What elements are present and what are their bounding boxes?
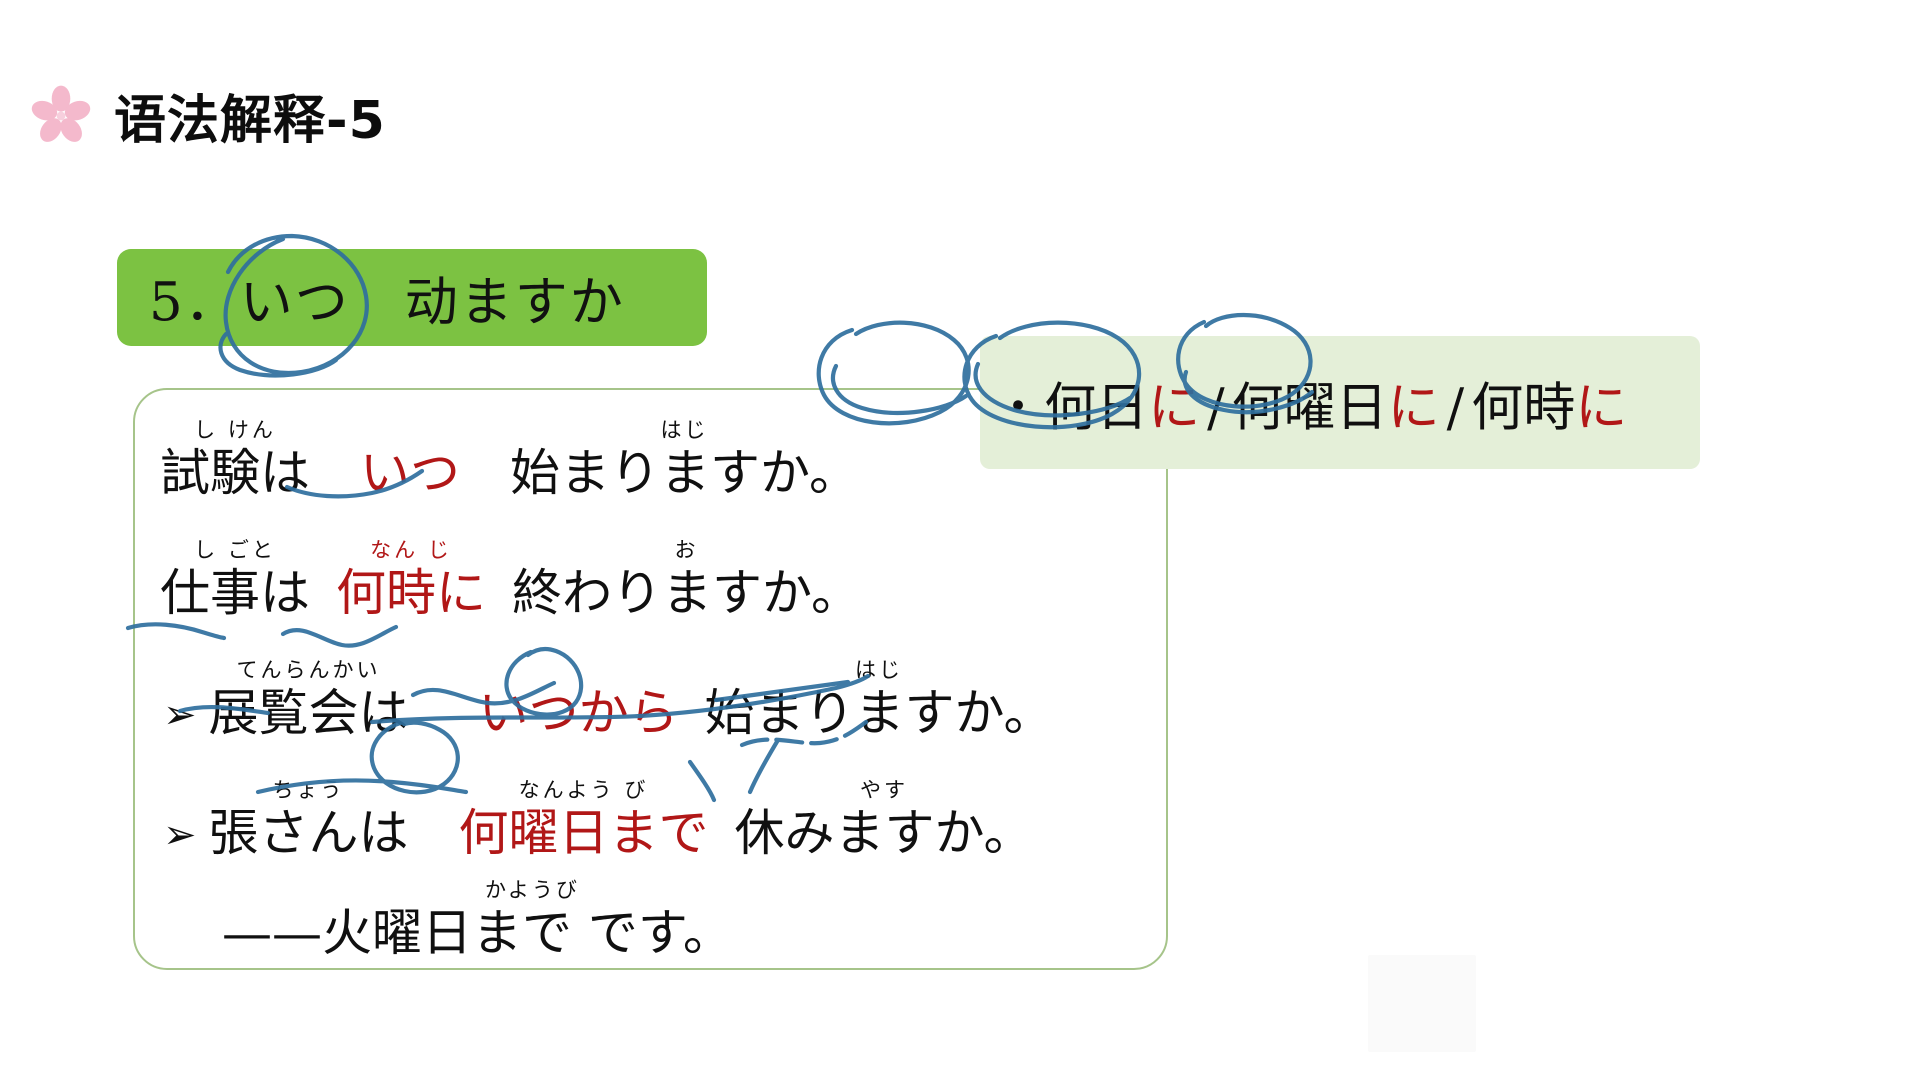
- separator-1: /: [1207, 378, 1225, 438]
- example-line-1: し けん 試験は いつ はじ 始まりますか。: [160, 418, 859, 502]
- title-row: 语法解释-5: [30, 78, 386, 153]
- side-item-1-base: 何日: [1044, 378, 1149, 438]
- watermark-block: [1368, 955, 1476, 1052]
- segment-1-3: はじ 始まりますか。: [510, 418, 859, 502]
- segment-2-3: お 終わりますか。: [512, 538, 861, 622]
- segment-5-1: かようび ——火曜日まで です。: [222, 878, 733, 962]
- section-banner: 5．いつ 动ますか: [117, 249, 707, 346]
- example-line-2: し ごと 仕事は なん じ 何時に お 終わりますか。: [160, 538, 861, 622]
- segment-2-2: なん じ 何時に: [336, 538, 486, 622]
- banner-label: 5．いつ 动ますか: [149, 271, 625, 333]
- segment-1-1: し けん 試験は: [160, 418, 310, 502]
- side-item-2-particle: に: [1387, 378, 1440, 438]
- bullet-arrow-icon: ➢: [163, 812, 197, 858]
- bullet-arrow-icon: ➢: [163, 692, 197, 738]
- side-note-text: • 何日に / 何曜日に / 何時に: [1008, 365, 1627, 440]
- side-item-1-particle: に: [1148, 378, 1201, 438]
- page-title: 语法解释-5: [114, 91, 386, 151]
- segment-3-1: てんらんかい 展覧会は: [208, 658, 409, 742]
- cherry-blossom-icon: [31, 85, 91, 142]
- segment-3-2: いつから: [478, 684, 679, 742]
- examples-box: [133, 388, 1168, 970]
- segment-3-3: はじ 始まりますか。: [704, 658, 1054, 742]
- segment-1-2: いつ: [360, 444, 460, 502]
- bullet-dot-icon: •: [1008, 386, 1029, 426]
- separator-2: /: [1446, 378, 1465, 438]
- example-line-4: ➢ ちょう 張さんは なんよう び 何曜日まで やす 休みますか。: [163, 778, 1034, 862]
- side-item-2-base: 何曜日: [1231, 378, 1388, 438]
- segment-4-2: なんよう び 何曜日まで: [458, 778, 709, 862]
- segment-4-3: やす 休みますか。: [734, 778, 1034, 862]
- side-item-3-particle: に: [1575, 378, 1628, 438]
- segment-4-1: ちょう 張さんは: [208, 778, 409, 862]
- side-item-3-base: 何時: [1471, 378, 1576, 438]
- example-line-5: かようび ——火曜日まで です。: [222, 878, 733, 962]
- side-note-panel: • 何日に / 何曜日に / 何時に: [980, 336, 1700, 469]
- segment-2-1: し ごと 仕事は: [160, 538, 310, 622]
- example-line-3: ➢ てんらんかい 展覧会は いつから はじ 始まりますか。: [163, 658, 1054, 742]
